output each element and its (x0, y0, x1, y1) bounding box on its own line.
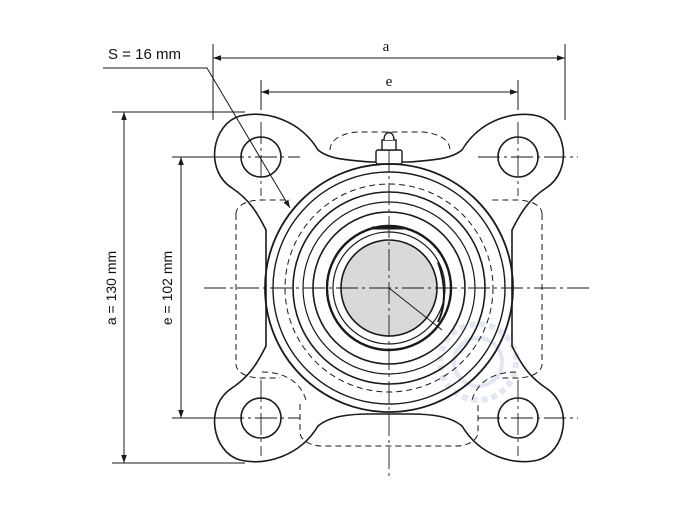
label-e-left: e = 102 mm (159, 251, 175, 325)
center-lines (204, 122, 590, 480)
watermark-logo (437, 321, 519, 403)
dimension-lines (103, 55, 565, 463)
housing-outline (213, 113, 565, 463)
label-bolt-hole-size: S = 16 mm (108, 46, 181, 63)
label-a-top: a (383, 39, 390, 55)
label-e-top: e (386, 74, 393, 90)
label-a-left: a = 130 mm (103, 251, 119, 325)
leader-line-s (103, 67, 291, 209)
